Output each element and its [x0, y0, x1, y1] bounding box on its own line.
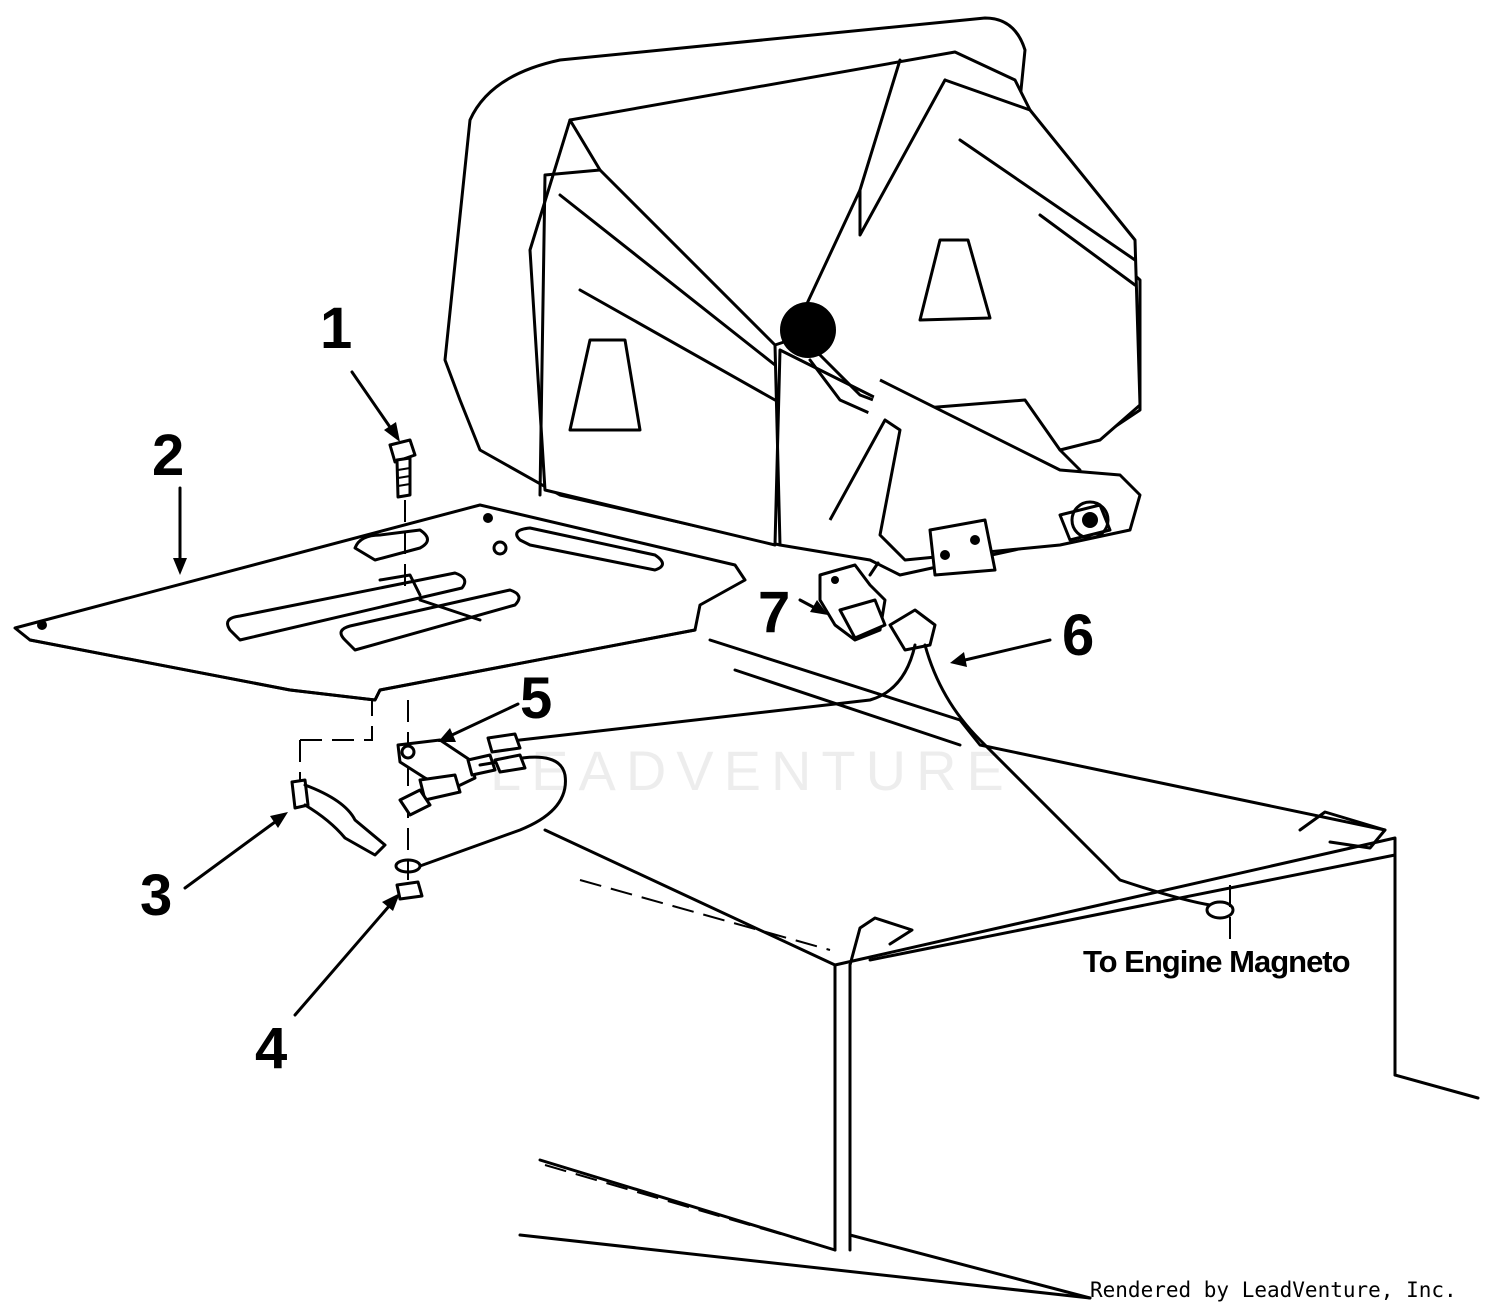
callout-5: 5	[520, 666, 552, 731]
seat	[443, 16, 1142, 577]
spacer-strap	[290, 700, 387, 857]
washer-and-nut	[394, 700, 424, 901]
leader-arrows	[173, 370, 1052, 1017]
callout-7: 7	[758, 580, 790, 645]
watermark: LEADVENTURE	[490, 739, 1014, 802]
callout-6: 6	[1062, 603, 1094, 668]
callout-3: 3	[140, 863, 172, 928]
render-credit: Rendered by LeadVenture, Inc.	[1090, 1278, 1457, 1302]
lever-knob	[780, 302, 836, 358]
engine-magneto-label: To Engine Magneto	[1083, 944, 1350, 979]
callout-1: 1	[320, 296, 352, 361]
tractor-frame	[518, 638, 1480, 1300]
wire-harness	[418, 643, 1235, 940]
seat-switch	[396, 738, 497, 817]
relay-switch	[818, 561, 937, 652]
hex-bolt	[388, 438, 417, 595]
callout-2: 2	[152, 423, 184, 488]
callout-4: 4	[255, 1016, 287, 1081]
seat-mounting-plate	[13, 503, 747, 702]
